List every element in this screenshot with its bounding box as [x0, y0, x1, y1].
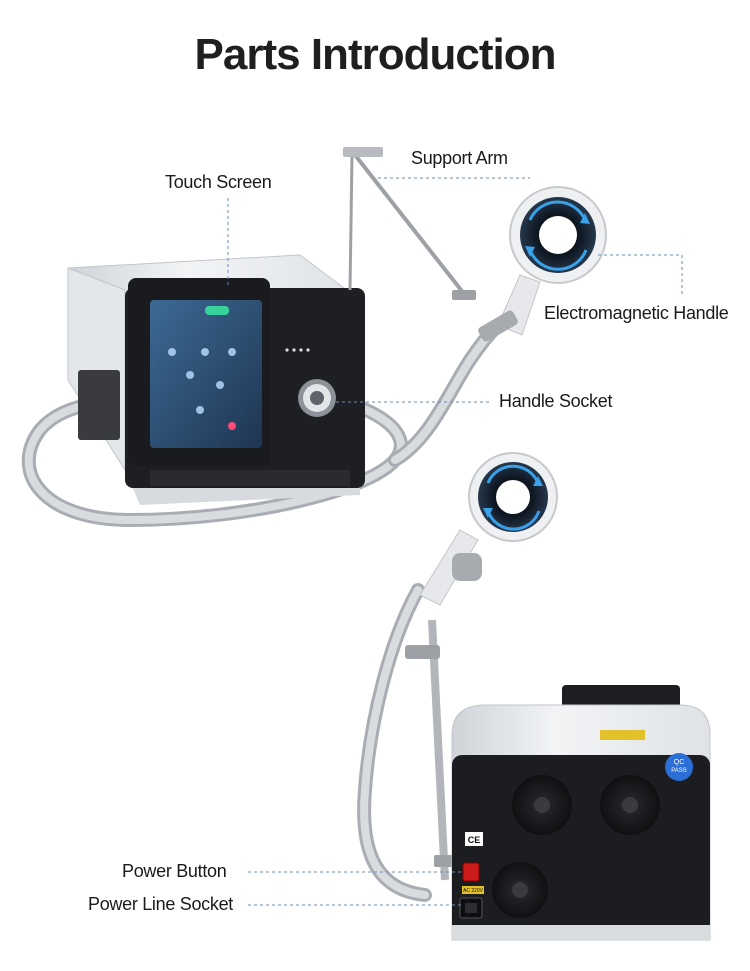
indicator-dots: [285, 348, 310, 352]
power-button[interactable]: [462, 862, 480, 882]
handle-socket-label: Handle Socket: [499, 391, 613, 411]
qc-pass-badge: QC PASS: [665, 753, 693, 781]
svg-text:QC: QC: [674, 759, 685, 766]
bottom-support-pole: [405, 619, 454, 881]
svg-text:PASS: PASS: [671, 768, 687, 774]
touch-screen: [128, 278, 270, 466]
svg-text:AC 220V: AC 220V: [463, 888, 484, 894]
power-button-label: Power Button: [122, 861, 227, 881]
leader-lines: [227, 177, 683, 906]
page-title: Parts Introduction: [194, 30, 557, 79]
electromagnetic-handle-top: [478, 186, 607, 342]
handle-socket: [298, 379, 336, 417]
svg-text:CE: CE: [468, 835, 481, 845]
support-arm-label: Support Arm: [411, 148, 508, 168]
support-arm: [343, 147, 476, 300]
touch-screen-label: Touch Screen: [165, 172, 272, 192]
bottom-cable: [357, 583, 432, 902]
bottom-device-body: [451, 685, 711, 941]
electromagnetic-handle-bottom: [419, 452, 558, 606]
power-line-socket-label: Power Line Socket: [88, 894, 233, 914]
electromagnetic-handle-label: Electromagnetic Handle: [544, 303, 729, 323]
ce-mark: CE: [465, 832, 483, 846]
power-line-socket[interactable]: AC 220V: [459, 886, 484, 919]
